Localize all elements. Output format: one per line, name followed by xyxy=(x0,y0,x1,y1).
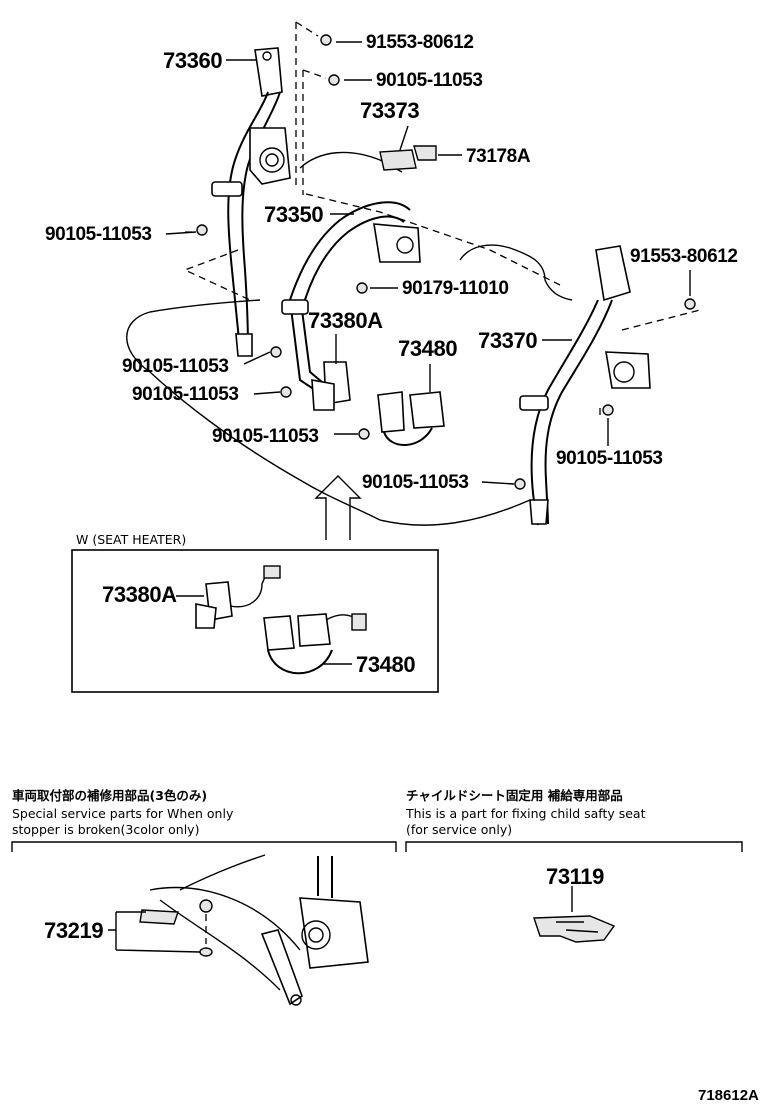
callout-90105-11053-left: 90105-11053 xyxy=(45,224,152,245)
callout-90105-11053-m1: 90105-11053 xyxy=(122,356,229,377)
callout-90105-11053-top: 90105-11053 xyxy=(376,70,483,91)
child-seat-line1: This is a part for fixing child safty se… xyxy=(405,806,646,821)
callout-73380A: 73380A xyxy=(308,308,383,333)
callout-90105-11053-m2: 90105-11053 xyxy=(132,384,239,405)
main-assembly-drawing xyxy=(126,21,701,540)
callout-73360: 73360 xyxy=(163,48,222,73)
child-seat-divider xyxy=(405,841,743,852)
child-seat-drawing xyxy=(533,886,616,943)
callout-73178A: 73178A xyxy=(466,146,531,167)
service-drawing xyxy=(108,854,369,1006)
direction-arrow-icon xyxy=(314,475,362,540)
service-title-jp: 車両取付部の補修用部品(3色のみ) xyxy=(12,788,207,803)
service-callout-73219: 73219 xyxy=(44,918,103,943)
callout-91553-80612-right: 91553-80612 xyxy=(630,246,738,267)
callout-90105-11053-right: 90105-11053 xyxy=(556,448,663,469)
seat-heater-box xyxy=(71,549,439,693)
child-seat-title-jp: チャイルドシート固定用 補給専用部品 xyxy=(406,788,623,803)
seat-heater-callout-73380A: 73380A xyxy=(102,582,177,607)
callout-91553-80612-top: 91553-80612 xyxy=(366,32,474,53)
service-line2: stopper is broken(3color only) xyxy=(12,822,199,837)
seat-heater-title: W (SEAT HEATER) xyxy=(76,532,186,547)
seat-heater-callout-73480: 73480 xyxy=(356,652,415,677)
service-divider xyxy=(11,841,397,852)
callout-73373: 73373 xyxy=(360,98,419,123)
callout-90105-11053-m3: 90105-11053 xyxy=(212,426,319,447)
figure-id: 718612A xyxy=(698,1087,759,1104)
child-seat-callout-73119: 73119 xyxy=(546,864,604,889)
bolt-icon xyxy=(196,34,696,490)
service-line1: Special service parts for When only xyxy=(12,806,234,821)
child-seat-line2: (for service only) xyxy=(406,822,512,837)
seat-heater-drawing xyxy=(176,565,367,675)
callout-73480: 73480 xyxy=(398,336,457,361)
callout-90179-11010: 90179-11010 xyxy=(402,278,509,299)
callout-73350: 73350 xyxy=(264,202,323,227)
callout-73370: 73370 xyxy=(478,328,537,353)
callout-90105-11053-bottom: 90105-11053 xyxy=(362,472,469,493)
